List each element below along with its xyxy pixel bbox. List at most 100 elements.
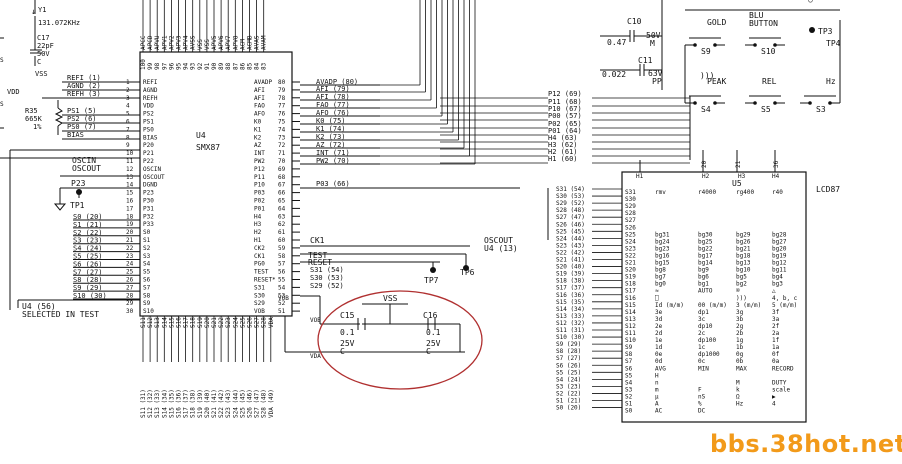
lcd-seg-cell: bg6 bbox=[698, 274, 709, 281]
u4-bottom-pin-name: S18 bbox=[190, 317, 197, 328]
lcd-seg-pin: S1 bbox=[625, 401, 633, 408]
r35-value: 665K bbox=[25, 115, 43, 123]
u4-left-pin-name: S9 bbox=[143, 300, 151, 307]
lcd-seg-cell: bg21 bbox=[736, 245, 751, 252]
u4-bottom-pin-name: S11 bbox=[140, 317, 147, 328]
left-s-net-label: S5 (25) bbox=[73, 253, 103, 261]
u4-right-pin-name: K0 bbox=[254, 119, 262, 126]
ground-symbol bbox=[53, 203, 67, 211]
lcd-net-label: S5 (25) bbox=[556, 369, 581, 376]
lcd-seg-cell: ▶ bbox=[772, 393, 776, 400]
lcd-seg-cell: bg19 bbox=[772, 252, 787, 259]
switch-label: REL bbox=[762, 77, 777, 86]
lcd-seg-cell: Id (m/m) bbox=[655, 302, 684, 309]
lcd-seg-cell: 3c bbox=[698, 316, 706, 323]
u4-right-pin-name: PG0 bbox=[254, 261, 265, 268]
u4-top-pin-num: 94 bbox=[183, 62, 190, 70]
lcd-seg-pin: S3 bbox=[625, 386, 633, 393]
lcd-seg-cell: AUTO bbox=[698, 288, 713, 295]
lcd-seg-pin: S21 bbox=[625, 260, 636, 267]
oscin-label: OSCIN bbox=[72, 156, 96, 165]
u4-top-pin-name: APCC bbox=[140, 35, 147, 50]
u4-right-pin-name: AFO bbox=[254, 111, 265, 118]
switch-pin bbox=[693, 101, 697, 105]
switch-ref: S3 bbox=[816, 105, 826, 114]
lcd-seg-cell: 2f bbox=[772, 323, 780, 330]
u4-top-pin-num: 93 bbox=[190, 62, 197, 70]
switch-pin bbox=[693, 43, 697, 47]
u4-right-pin-num: 74 bbox=[278, 126, 286, 133]
left-net-label: PS1 (5) bbox=[67, 107, 97, 115]
u4-right-pin-name: S29 bbox=[254, 300, 265, 307]
lcd-seg-cell: bg20 bbox=[772, 245, 787, 252]
lcd-seg-cell: F bbox=[698, 386, 702, 393]
u4-bottom-net-label: S28 (48) bbox=[261, 389, 268, 418]
mid-oscout-ref: U4 (13) bbox=[484, 244, 518, 253]
lcd-seg-cell: bg26 bbox=[736, 238, 751, 245]
u4-top-pin-num: 86 bbox=[239, 62, 246, 70]
left-net-label: AGND (2) bbox=[67, 82, 101, 90]
u4-right-pin-name: K1 bbox=[254, 126, 262, 133]
port-net-label: P00 (57) bbox=[548, 112, 582, 120]
lcd-seg-cell: scale bbox=[772, 386, 790, 393]
u4-left-pin-num: 21 bbox=[126, 237, 134, 244]
u4-right-pin-num: 76 bbox=[278, 111, 286, 118]
switch-pin bbox=[713, 101, 717, 105]
u4-right-net-label: INT (71) bbox=[316, 149, 350, 157]
u4-left-pin-name: S6 bbox=[143, 277, 151, 284]
u4-left-pin-num: 29 bbox=[126, 300, 134, 307]
switch-pin bbox=[773, 43, 777, 47]
lcd-seg-cell: bg16 bbox=[655, 252, 670, 259]
c17-ref: C17 bbox=[37, 34, 50, 42]
u4-right-net-label: AFI (79) bbox=[316, 85, 350, 93]
switch-pin bbox=[753, 43, 757, 47]
c16-voltage: 25V bbox=[426, 339, 441, 348]
u4-bottom-net-label: VDA (49) bbox=[268, 389, 275, 418]
u4-top-pin-name: APVU bbox=[154, 35, 161, 50]
r35-tol: 1% bbox=[33, 123, 42, 131]
u4-top-pin-name: APV2 bbox=[168, 35, 175, 50]
c16-ref: C16 bbox=[423, 311, 438, 320]
lcd-seg-cell: 1a bbox=[772, 344, 780, 351]
u4-top-pin-name: APV5 bbox=[211, 35, 218, 50]
u4-left-pin-name: S1 bbox=[143, 237, 151, 244]
lcd-seg-cell: bg7 bbox=[655, 274, 666, 281]
lcd-seg-cell: MIN bbox=[698, 365, 709, 372]
lcd-net-label: S26 (46) bbox=[556, 221, 585, 228]
lcd-seg-cell: Ω bbox=[736, 393, 740, 400]
lcd-seg-cell: 1e bbox=[655, 337, 663, 344]
u4-left-pin-name: OSCOUT bbox=[143, 174, 165, 181]
u4-right-pin-num: 55 bbox=[278, 277, 286, 284]
highlight-ellipse bbox=[317, 290, 483, 390]
u4-left-pin-num: 15 bbox=[126, 190, 134, 197]
lcd-seg-cell: 3 (m/m) bbox=[736, 302, 761, 309]
u4-right-pin-num: 57 bbox=[278, 261, 286, 268]
left-s-net-label: S10 (30) bbox=[73, 292, 107, 300]
vdd-label: VDD bbox=[7, 88, 20, 96]
port-net-label: P12 (69) bbox=[548, 90, 582, 98]
lcd-net-label: S23 (43) bbox=[556, 242, 585, 249]
u4-left-pin-name: P23 bbox=[143, 190, 154, 197]
u4-left-pin-name: S0 bbox=[143, 229, 151, 236]
lcd-seg-cell: ® bbox=[736, 288, 740, 295]
left-s-net-label: S4 (24) bbox=[73, 245, 103, 253]
u4-right-pin-name: INT bbox=[254, 150, 265, 157]
lcd-seg-cell: dp1000 bbox=[698, 351, 720, 358]
lcd-net-label: S27 (47) bbox=[556, 214, 585, 221]
lcd-seg-cell: µ bbox=[655, 393, 659, 400]
u4-part: SMX87 bbox=[196, 143, 220, 152]
lcd-seg-cell: 3f bbox=[772, 309, 780, 316]
lcd-top-pin-num: 36 bbox=[773, 160, 780, 168]
lcd-net-label: S29 (52) bbox=[556, 200, 585, 207]
u4-right-pin-num: 58 bbox=[278, 253, 286, 260]
u4-left-pin-num: 7 bbox=[126, 126, 130, 133]
lcd-seg-cell: 0g bbox=[736, 351, 744, 358]
u4-left-pin-name: P31 bbox=[143, 205, 154, 212]
c17-value: 22pF bbox=[37, 42, 54, 50]
switch-pin bbox=[773, 101, 777, 105]
lcd-seg-cell: bg3 bbox=[772, 281, 783, 288]
lcd-net-label: S31 (54) bbox=[556, 186, 585, 193]
u4-right-pin-num: 62 bbox=[278, 221, 286, 228]
lcd-seg-cell: RECORD bbox=[772, 365, 794, 372]
u4-right-pin-name: P03 bbox=[254, 190, 265, 197]
